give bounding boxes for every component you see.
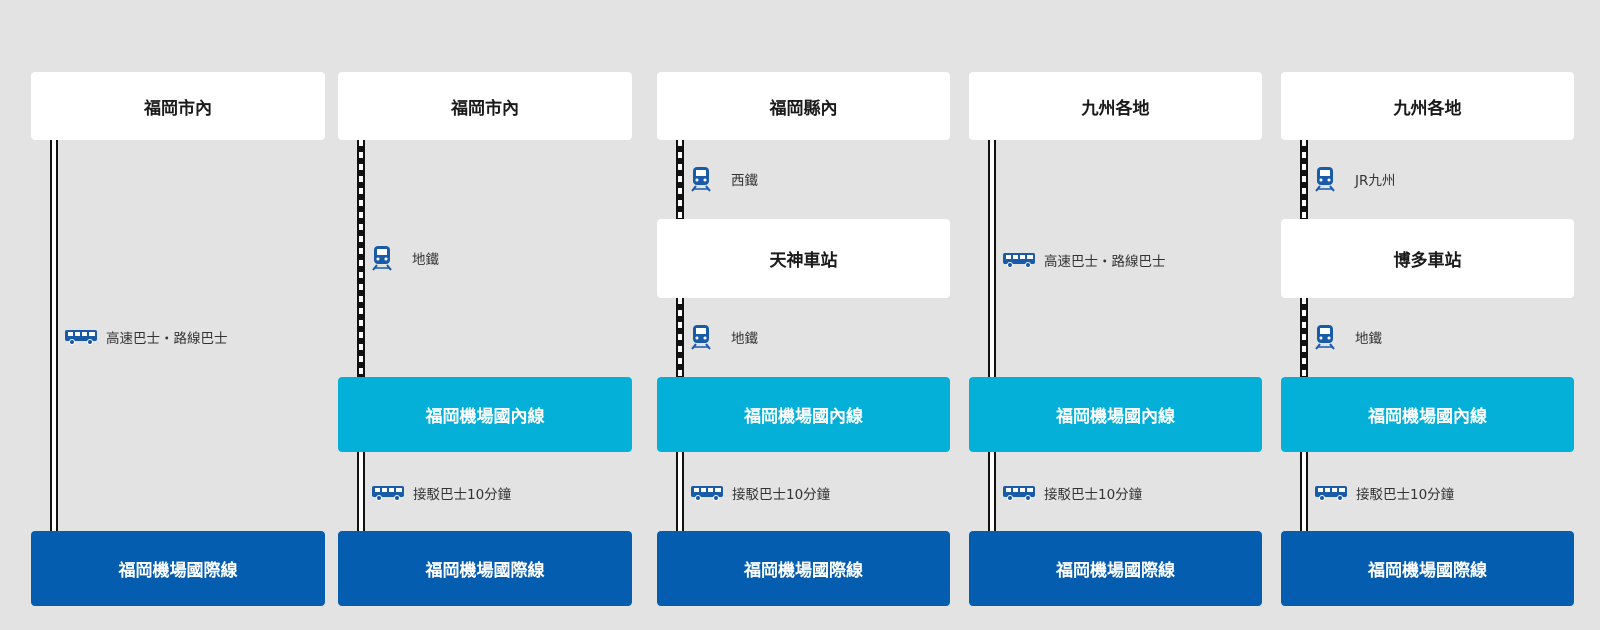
rail-route-line <box>1300 298 1308 377</box>
bus-icon <box>64 329 98 345</box>
origin-label: 福岡縣內 <box>769 98 838 119</box>
bus-icon <box>1314 485 1348 501</box>
route-column-5: 九州各地 JR九州 博多車站 地鐵 福岡機場國內線 接駁巴士10分鐘 福岡機場國… <box>1281 0 1574 630</box>
international-label: 福岡機場國際線 <box>1056 561 1175 581</box>
domestic-label: 福岡機場國內線 <box>1056 407 1175 427</box>
origin-label: 九州各地 <box>1081 98 1150 119</box>
international-terminal-box: 福岡機場國際線 <box>657 531 950 606</box>
bus-icon <box>1002 485 1036 501</box>
international-terminal-box: 福岡機場國際線 <box>1281 531 1574 606</box>
route-column-2: 福岡市內 地鐵 福岡機場國內線 接駁巴士10分鐘 福岡機場國際線 <box>338 0 632 630</box>
origin-label: 九州各地 <box>1393 98 1462 119</box>
route-segment: 地鐵 <box>691 324 758 350</box>
international-terminal-box: 福岡機場國際線 <box>338 531 632 606</box>
route-segment: 高速巴士・路線巴士 <box>1002 250 1166 270</box>
station-box: 博多車站 <box>1281 219 1574 298</box>
bus-route-line <box>988 452 996 531</box>
origin-box: 福岡市內 <box>31 72 325 140</box>
domestic-label: 福岡機場國內線 <box>425 407 545 427</box>
international-label: 福岡機場國際線 <box>118 561 238 581</box>
segment-label: 接駁巴士10分鐘 <box>1044 487 1143 503</box>
route-segment: 接駁巴士10分鐘 <box>1002 483 1142 503</box>
domestic-terminal-box: 福岡機場國內線 <box>657 377 950 452</box>
route-column-1: 福岡市內 高速巴士・路線巴士 福岡機場國際線 <box>31 0 325 630</box>
origin-label: 福岡市內 <box>144 98 212 119</box>
bus-route-line <box>1300 452 1308 531</box>
segment-label: 高速巴士・路線巴士 <box>106 331 228 347</box>
domestic-label: 福岡機場國內線 <box>744 407 863 427</box>
bus-icon <box>371 485 405 501</box>
international-label: 福岡機場國際線 <box>425 561 545 581</box>
segment-label: 高速巴士・路線巴士 <box>1044 254 1166 270</box>
route-segment: 西鐵 <box>691 166 758 192</box>
station-label: 天神車站 <box>769 251 838 271</box>
train-icon <box>691 166 711 192</box>
bus-route-line <box>988 140 996 377</box>
origin-box: 九州各地 <box>1281 72 1574 140</box>
train-icon <box>372 245 392 271</box>
international-terminal-box: 福岡機場國際線 <box>969 531 1262 606</box>
bus-icon <box>1002 252 1036 268</box>
domestic-label: 福岡機場國內線 <box>1368 407 1487 427</box>
route-segment: 地鐵 <box>372 245 439 271</box>
rail-route-line <box>1300 140 1308 219</box>
station-label: 博多車站 <box>1393 251 1462 271</box>
domestic-terminal-box: 福岡機場國內線 <box>969 377 1262 452</box>
international-terminal-box: 福岡機場國際線 <box>31 531 325 606</box>
segment-label: 西鐵 <box>731 173 758 189</box>
segment-label: 接駁巴士10分鐘 <box>413 487 512 503</box>
train-icon <box>1315 166 1335 192</box>
international-label: 福岡機場國際線 <box>744 561 863 581</box>
bus-route-line <box>50 140 58 531</box>
train-icon <box>1315 324 1335 350</box>
bus-route-line <box>357 452 365 531</box>
origin-box: 福岡縣內 <box>657 72 950 140</box>
international-label: 福岡機場國際線 <box>1368 561 1487 581</box>
segment-label: 接駁巴士10分鐘 <box>732 487 831 503</box>
rail-route-line <box>357 140 365 377</box>
origin-box: 九州各地 <box>969 72 1262 140</box>
segment-label: 地鐵 <box>731 331 758 347</box>
rail-route-line <box>676 298 684 377</box>
route-segment: 地鐵 <box>1315 324 1382 350</box>
bus-icon <box>690 485 724 501</box>
route-segment: 高速巴士・路線巴士 <box>64 327 228 347</box>
route-segment: 接駁巴士10分鐘 <box>690 483 830 503</box>
station-box: 天神車站 <box>657 219 950 298</box>
domestic-terminal-box: 福岡機場國內線 <box>338 377 632 452</box>
route-column-3: 福岡縣內 西鐵 天神車站 地鐵 福岡機場國內線 接駁巴士10分鐘 福岡機場國際線 <box>657 0 950 630</box>
domestic-terminal-box: 福岡機場國內線 <box>1281 377 1574 452</box>
segment-label: 接駁巴士10分鐘 <box>1356 487 1455 503</box>
segment-label: 地鐵 <box>1355 331 1382 347</box>
train-icon <box>691 324 711 350</box>
origin-box: 福岡市內 <box>338 72 632 140</box>
bus-route-line <box>676 452 684 531</box>
segment-label: JR九州 <box>1355 173 1396 189</box>
route-segment: JR九州 <box>1315 166 1395 192</box>
route-column-4: 九州各地 高速巴士・路線巴士 福岡機場國內線 接駁巴士10分鐘 福岡機場國際線 <box>969 0 1262 630</box>
segment-label: 地鐵 <box>412 252 439 268</box>
origin-label: 福岡市內 <box>451 98 519 119</box>
route-segment: 接駁巴士10分鐘 <box>1314 483 1454 503</box>
rail-route-line <box>676 140 684 219</box>
route-segment: 接駁巴士10分鐘 <box>371 483 511 503</box>
